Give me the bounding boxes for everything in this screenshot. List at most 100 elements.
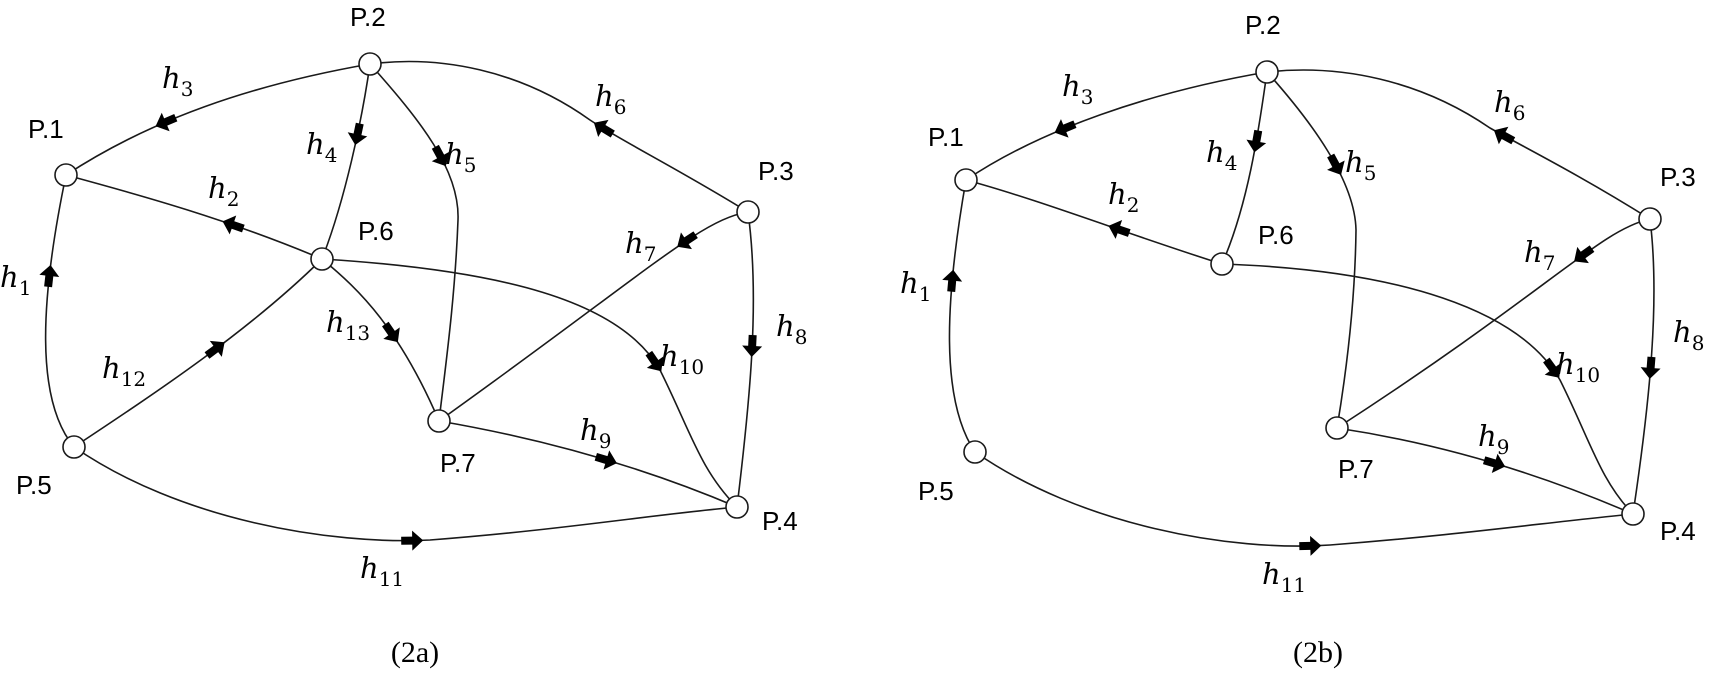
flow-arrow-h4 bbox=[347, 122, 368, 146]
edges bbox=[948, 69, 1655, 547]
node-p1 bbox=[954, 168, 978, 192]
edge-label-h4: h4 bbox=[1206, 135, 1237, 175]
edge-label-base: h bbox=[1524, 235, 1543, 269]
edge-label-base: h bbox=[1673, 315, 1692, 349]
flow-arrow-h9 bbox=[1482, 453, 1506, 473]
flow-arrow-h6 bbox=[1493, 126, 1516, 145]
edge-h11 bbox=[73, 446, 738, 542]
edge-label-base: h bbox=[1062, 69, 1081, 103]
edge-h10 bbox=[1221, 263, 1634, 515]
edge-label-subscript: 12 bbox=[121, 367, 146, 391]
edge-label-base: h bbox=[1262, 557, 1281, 591]
edge-h1 bbox=[948, 179, 976, 453]
panel-caption: (2b) bbox=[1293, 636, 1343, 669]
edge-h13 bbox=[321, 258, 440, 422]
edge-label-base: h bbox=[208, 171, 227, 205]
node-label-p2: P.2 bbox=[1245, 10, 1281, 40]
node-p7 bbox=[427, 409, 451, 433]
edge-label-h7: h7 bbox=[1524, 235, 1555, 275]
edge-label-base: h bbox=[776, 309, 795, 343]
edge-label-h11: h11 bbox=[360, 551, 404, 591]
edge-label-base: h bbox=[326, 305, 345, 339]
edge-label-h13: h13 bbox=[326, 305, 370, 345]
edge-label-h5: h5 bbox=[1345, 145, 1376, 185]
node-label-p1: P.1 bbox=[928, 122, 964, 152]
edge-label-base: h bbox=[162, 61, 181, 95]
edge-h6 bbox=[369, 60, 749, 213]
node-p2 bbox=[358, 52, 382, 76]
flow-arrow-h13 bbox=[382, 321, 400, 343]
edge-label-h3: h3 bbox=[1062, 69, 1093, 109]
edge-h11 bbox=[974, 451, 1634, 547]
edge-label-subscript: 6 bbox=[1513, 101, 1526, 125]
flow-arrow-h5 bbox=[1327, 153, 1345, 175]
edge-label-h6: h6 bbox=[595, 79, 626, 119]
edge-h5 bbox=[1266, 71, 1357, 429]
edge-label-subscript: 5 bbox=[1364, 161, 1377, 185]
edge-label-base: h bbox=[660, 339, 679, 373]
edge-h1 bbox=[44, 174, 75, 448]
node-label-p4: P.4 bbox=[1660, 516, 1696, 546]
edge-label-subscript: 10 bbox=[1575, 363, 1600, 387]
edge-label-base: h bbox=[595, 79, 614, 113]
node-p5 bbox=[963, 440, 987, 464]
edge-label-subscript: 7 bbox=[644, 242, 657, 266]
edge-label-h1: h1 bbox=[0, 260, 31, 300]
flow-arrow-h7 bbox=[1574, 245, 1595, 264]
edge-label-subscript: 10 bbox=[679, 355, 704, 379]
edge-label-subscript: 1 bbox=[19, 276, 32, 300]
edge-label-h8: h8 bbox=[776, 309, 807, 349]
edge-label-h2: h2 bbox=[208, 171, 239, 211]
flow-arrow-h1 bbox=[942, 269, 963, 293]
edge-label-h12: h12 bbox=[102, 351, 146, 391]
edge-label-subscript: 7 bbox=[1543, 251, 1556, 275]
edge-label-h1: h1 bbox=[900, 266, 931, 306]
flow-arrow-h5 bbox=[431, 144, 450, 167]
edge-label-h11: h11 bbox=[1262, 557, 1306, 597]
node-p1 bbox=[54, 163, 78, 187]
edge-label-subscript: 4 bbox=[1225, 151, 1238, 175]
edge-label-h7: h7 bbox=[625, 226, 656, 266]
edge-label-subscript: 5 bbox=[464, 153, 477, 177]
edge-h8 bbox=[736, 211, 755, 508]
edge-label-subscript: 3 bbox=[1081, 85, 1094, 109]
edge-h7 bbox=[1336, 218, 1651, 429]
edge-label-subscript: 11 bbox=[379, 567, 404, 591]
flow-arrow-h2 bbox=[1108, 220, 1131, 239]
edge-label-h5: h5 bbox=[445, 137, 476, 177]
edge-h2 bbox=[965, 179, 1223, 265]
edge-label-h3: h3 bbox=[162, 61, 193, 101]
edge-label-subscript: 11 bbox=[1281, 573, 1306, 597]
edge-label-subscript: 4 bbox=[325, 143, 338, 167]
edge-h10 bbox=[321, 258, 738, 508]
edge-label-h2: h2 bbox=[1108, 177, 1139, 217]
flow-arrow-h10 bbox=[1543, 357, 1561, 378]
node-p4 bbox=[725, 495, 749, 519]
node-label-p2: P.2 bbox=[350, 2, 386, 32]
node-p7 bbox=[1325, 416, 1349, 440]
node-label-p7: P.7 bbox=[1338, 454, 1374, 484]
edge-h5 bbox=[369, 63, 459, 422]
edge-label-h4: h4 bbox=[306, 127, 337, 167]
edge-label-subscript: 13 bbox=[345, 321, 370, 345]
edge-label-base: h bbox=[445, 137, 464, 171]
edge-label-subscript: 2 bbox=[227, 187, 240, 211]
edge-label-base: h bbox=[360, 551, 379, 585]
edge-h7 bbox=[438, 211, 749, 422]
node-label-p3: P.3 bbox=[758, 156, 794, 186]
edge-h12 bbox=[73, 258, 323, 448]
edges bbox=[44, 60, 755, 542]
node-label-p3: P.3 bbox=[1660, 162, 1696, 192]
flow-arrow-h2 bbox=[222, 215, 245, 235]
flow-arrow-h4 bbox=[1246, 129, 1267, 153]
edge-label-subscript: 1 bbox=[919, 282, 932, 306]
edge-label-subscript: 2 bbox=[1127, 193, 1140, 217]
edge-label-base: h bbox=[1494, 85, 1513, 119]
edge-h3 bbox=[965, 71, 1268, 181]
node-p2 bbox=[1255, 60, 1279, 84]
node-p6 bbox=[1210, 252, 1234, 276]
edge-h2 bbox=[65, 174, 323, 260]
